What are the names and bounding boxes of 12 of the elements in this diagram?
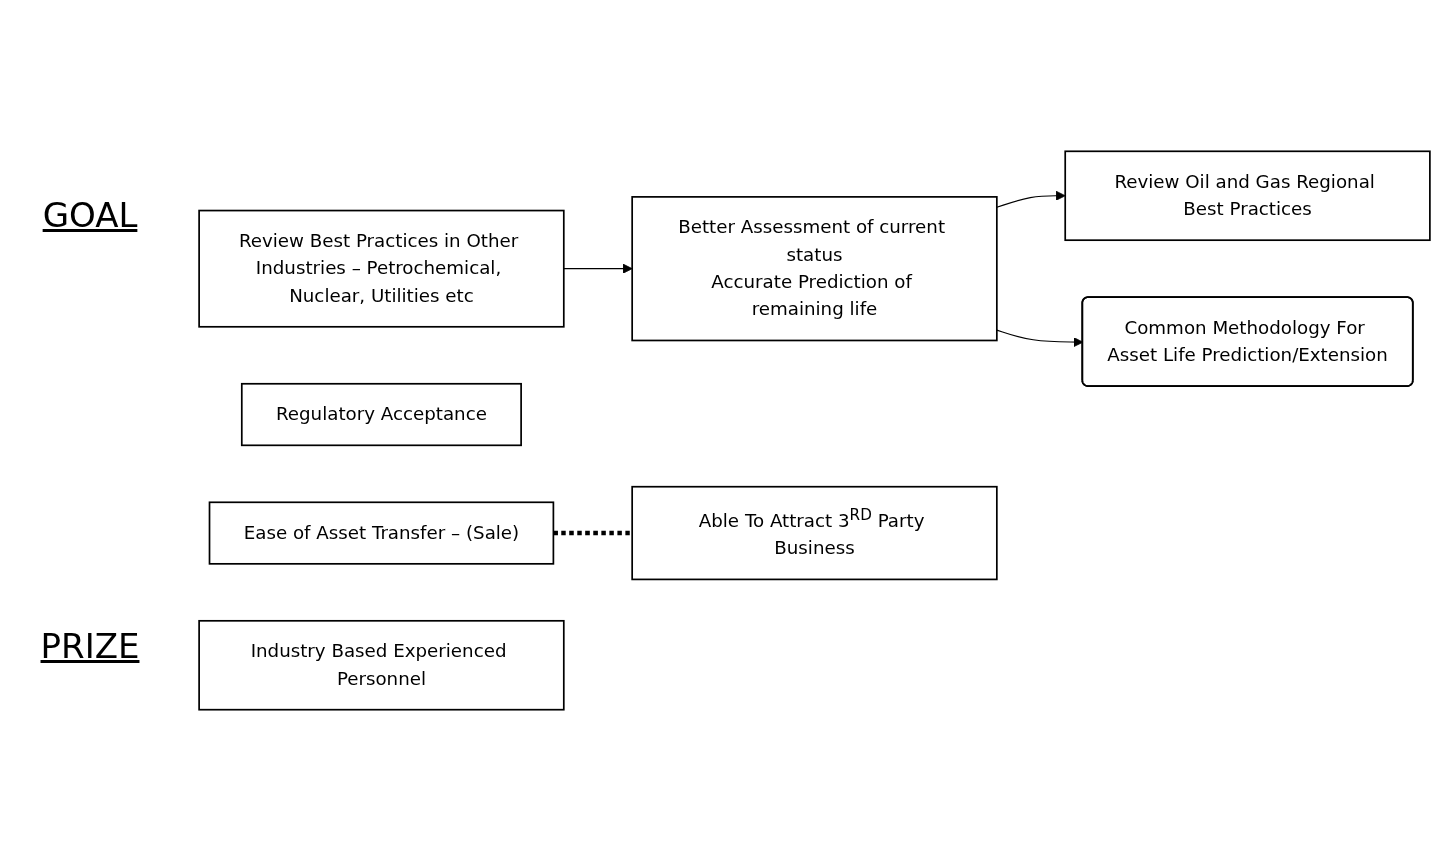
node-box: Regulatory Acceptance [240,382,522,447]
node-box: Ease of Asset Transfer – (Sale) [208,501,555,565]
connector [553,530,633,536]
section-heading: GOAL [42,195,138,236]
node-box: Industry Based Experienced Personnel [198,619,565,711]
node-box: Review Best Practices in Other Industries – Petrochemical, Nuclear, Utilities etc [198,209,565,328]
node-box: Better Assessment of current status Accurate Prediction of remaining life [631,196,998,342]
section-heading: PRIZE [40,625,140,666]
arrow [996,190,1066,208]
node-box: Able To Attract 3$^{RD}$ Party Business [631,485,998,581]
node-box: Review Oil and Gas Regional Best Practices [1064,150,1431,242]
arrow [563,263,633,274]
